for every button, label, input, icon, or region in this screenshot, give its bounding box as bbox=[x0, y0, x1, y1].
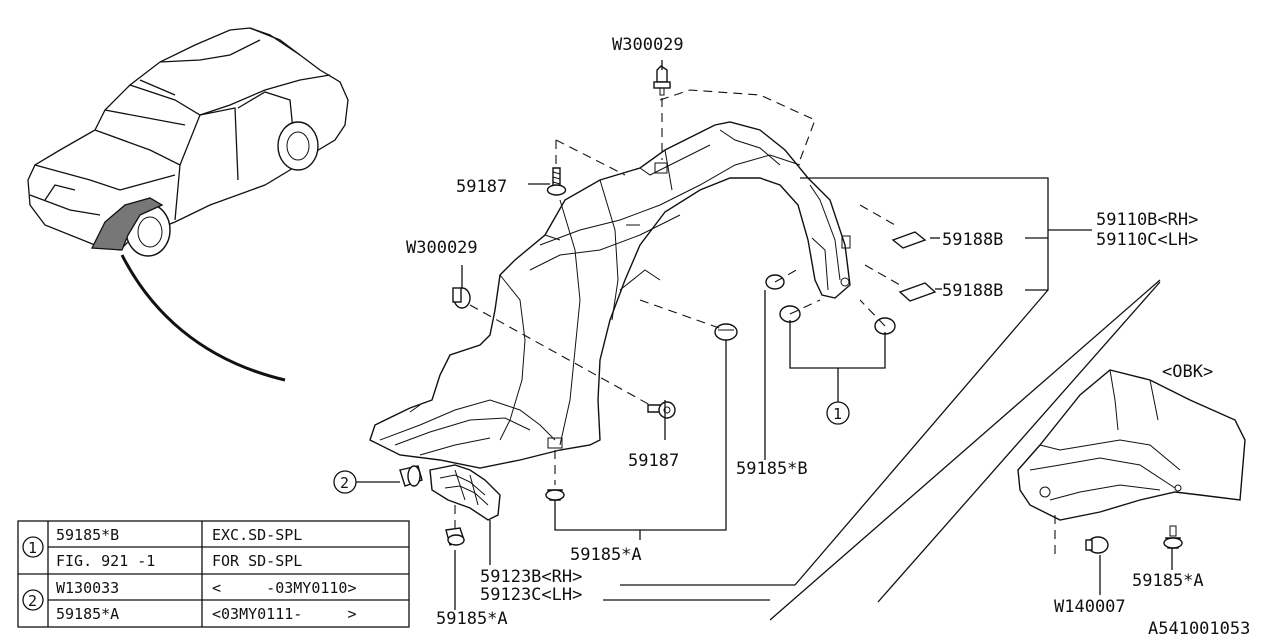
label-59185a-right: 59185*A bbox=[1132, 571, 1204, 591]
label-59123b-rh: 59123B<RH> bbox=[480, 567, 582, 587]
bolt-59187-top bbox=[546, 167, 567, 196]
fender-liner-illustration bbox=[369, 121, 851, 469]
clip-59188b-upper bbox=[891, 231, 927, 249]
clip-59188b-lower bbox=[898, 282, 937, 302]
label-59110b-rh: 59110B<RH> bbox=[1096, 210, 1198, 230]
obk-inset-illustration bbox=[1017, 369, 1246, 554]
label-59123c-lh: 59123C<LH> bbox=[480, 585, 582, 605]
w300029-left-fastener bbox=[452, 287, 471, 309]
label-w140007: W140007 bbox=[1054, 597, 1126, 617]
legend-row-3-note: < -03MY0110> bbox=[212, 579, 357, 597]
label-drawing-number: A541001053 bbox=[1148, 619, 1250, 639]
legend-row-4-note: <03MY0111- > bbox=[212, 605, 357, 623]
clip-59185a-mid bbox=[545, 489, 565, 501]
label-w300029-left: W300029 bbox=[406, 238, 478, 258]
label-w300029-top: W300029 bbox=[612, 35, 684, 55]
legend-row-4-part: 59185*A bbox=[56, 605, 119, 623]
label-59110c-lh: 59110C<LH> bbox=[1096, 230, 1198, 250]
bolt-59187-mid bbox=[647, 401, 676, 419]
callout-labels: W300029 59187 W300029 59187 59188B 59188… bbox=[333, 35, 1250, 639]
label-59187-mid: 59187 bbox=[628, 451, 679, 471]
ref-circle-2: 2 bbox=[340, 474, 349, 492]
ref-circle-1: 1 bbox=[833, 405, 842, 423]
label-59187-top: 59187 bbox=[456, 177, 507, 197]
label-59188b-2: 59188B bbox=[942, 281, 1003, 301]
label-59188b-1: 59188B bbox=[942, 230, 1003, 250]
clip-59185a-bottom bbox=[445, 527, 465, 546]
label-59185a-mid: 59185*A bbox=[570, 545, 642, 565]
label-variant-obk: <OBK> bbox=[1162, 362, 1213, 382]
vehicle-outline-illustration bbox=[27, 27, 349, 382]
clip-ref-2-illustration bbox=[399, 465, 423, 487]
w300029-top-fastener bbox=[653, 65, 671, 96]
legend-row-2-note: FOR SD-SPL bbox=[212, 552, 302, 570]
legend-row-1-note: EXC.SD-SPL bbox=[212, 526, 302, 544]
legend-row-3-part: W130033 bbox=[56, 579, 119, 597]
label-59185b: 59185*B bbox=[736, 459, 808, 479]
clip-59185a-liner-right bbox=[714, 323, 738, 341]
legend-ref-1: 1 bbox=[28, 539, 37, 557]
legend-table: 1 2 59185*B EXC.SD-SPL FIG. 921 -1 FOR S… bbox=[17, 520, 410, 628]
legend-row-2-part: FIG. 921 -1 bbox=[56, 552, 155, 570]
splash-cover-illustration bbox=[429, 464, 501, 521]
leader-lines bbox=[356, 60, 1173, 621]
legend-ref-2: 2 bbox=[28, 592, 37, 610]
label-59185a-bottom: 59185*A bbox=[436, 609, 508, 629]
legend-row-1-part: 59185*B bbox=[56, 526, 119, 544]
